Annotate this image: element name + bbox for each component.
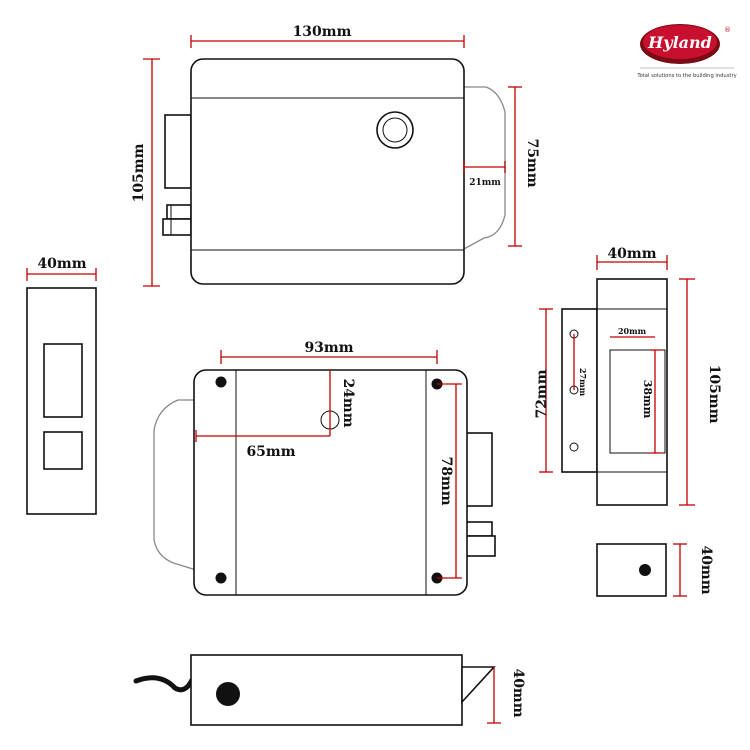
dim-strike-width: 40mm [607, 246, 656, 262]
strike-hole-bottom [569, 442, 579, 452]
bottom-view-latch [461, 666, 496, 705]
logo-badge [643, 25, 717, 59]
face-plate-bolt-slot [43, 343, 83, 418]
dim-strike-inner-small: 27mm [578, 368, 588, 397]
strike-body [596, 278, 668, 506]
key-cylinder-inner [382, 117, 408, 143]
top-view-latch-lower [162, 218, 192, 236]
screw-hole-bottom-left [215, 572, 227, 584]
dim-top-width: 130mm [293, 24, 352, 40]
dim-strike-height: 105mm [706, 365, 722, 424]
dim-top-height: 105mm [131, 143, 147, 202]
strike-view: 40mm 20mm 27mm 38mm 72mm 105mm [534, 246, 722, 506]
dim-plate-width: 40mm [37, 256, 86, 272]
end-view: 40mm [596, 543, 714, 597]
logo-tagline: Total solutions to the building industry [636, 73, 736, 79]
back-view: 93mm 65mm 24mm 78mm [153, 340, 496, 596]
dim-top-right-height: 75mm [524, 138, 540, 187]
top-view: 130mm 105mm 75mm 21mm [131, 24, 540, 287]
face-plate-latch-slot [43, 431, 83, 470]
strike-pocket [609, 349, 666, 454]
end-block-hole [639, 564, 651, 576]
dim-strike-inner-height: 38mm [641, 380, 654, 419]
brand-logo: Hyland ® Total solutions to the building… [636, 24, 737, 79]
back-view-latch-lower [465, 535, 496, 557]
back-view-housing [153, 399, 197, 571]
dim-back-width: 93mm [304, 340, 353, 356]
back-view-latch-upper [465, 521, 493, 537]
bottom-view-hole [216, 682, 240, 706]
back-view-bolt-plate [465, 432, 493, 507]
screw-hole-top-left [215, 376, 227, 388]
dim-top-depth: 21mm [469, 178, 501, 188]
logo-wordmark: Hyland [647, 33, 712, 52]
dim-end-height: 40mm [698, 545, 714, 594]
top-view-housing [461, 86, 506, 251]
bottom-view: 40mm [133, 654, 526, 726]
dim-strike-inner-width: 20mm [618, 326, 647, 336]
end-block [596, 543, 667, 597]
logo-registered: ® [724, 26, 731, 34]
face-plate-view: 40mm [26, 256, 97, 515]
dim-strike-hole-span: 72mm [534, 369, 550, 418]
dim-back-knob: 24mm [340, 378, 356, 427]
dim-back-offset: 65mm [246, 444, 295, 460]
top-view-bolt-plate [164, 114, 192, 189]
dim-bottom-height: 40mm [510, 668, 526, 717]
key-cylinder [376, 111, 414, 149]
bottom-view-cable [133, 675, 195, 693]
dim-back-height: 78mm [438, 456, 454, 505]
